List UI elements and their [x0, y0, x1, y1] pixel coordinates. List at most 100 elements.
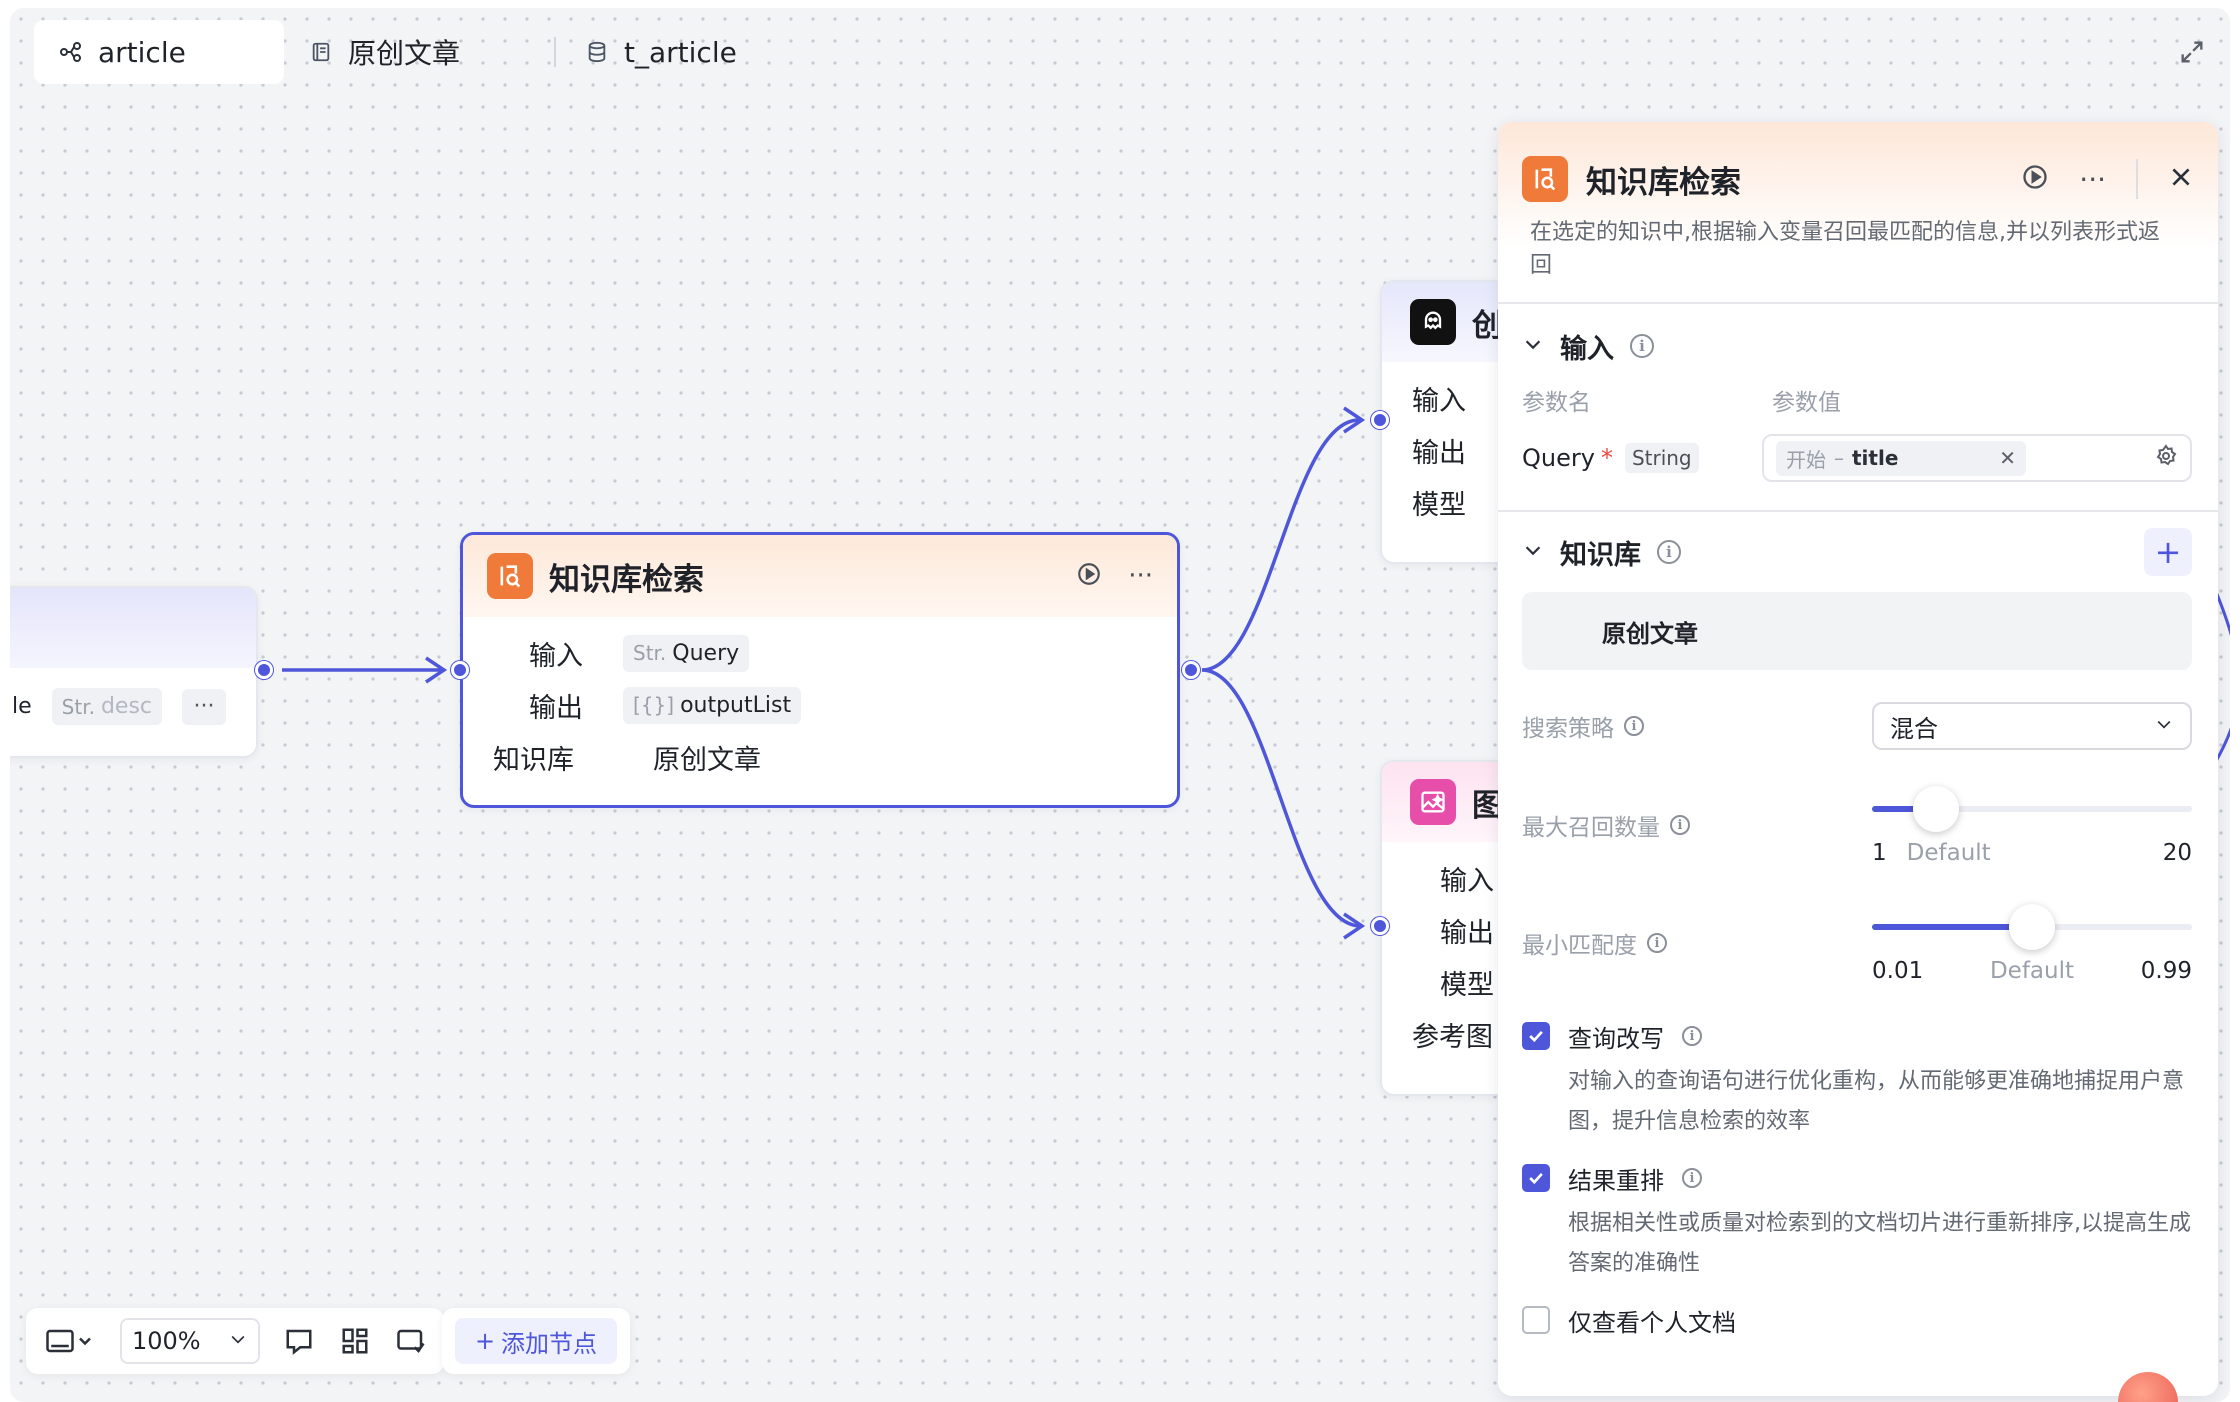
node-header: 创: [1382, 282, 1508, 362]
workflow-canvas[interactable]: article 原创文章 t_article le: [10, 8, 2230, 1402]
more-icon[interactable]: ···: [182, 688, 226, 725]
col-header-value: 参数值: [1772, 390, 1841, 416]
field-label: 最小匹配度: [1522, 933, 1637, 959]
input-label: 输入: [529, 640, 583, 672]
info-icon[interactable]: i: [1630, 334, 1654, 358]
checkbox-description: 根据相关性或质量对检索到的文档切片进行重新排序,以提高生成答案的准确性: [1568, 1211, 2191, 1276]
close-icon[interactable]: [2168, 164, 2194, 194]
info-icon[interactable]: i: [1647, 933, 1667, 953]
param-value-field[interactable]: 开始 – title ✕: [1762, 434, 2192, 482]
slider-fill: [1872, 924, 2032, 930]
max-recall-slider[interactable]: 1 Default 20: [1872, 786, 2192, 866]
ref-field: title: [1852, 446, 1899, 470]
run-icon[interactable]: [1076, 561, 1102, 591]
col-header-name: 参数名: [1522, 390, 1591, 416]
kb-section-header[interactable]: 知识库 i +: [1522, 526, 2192, 578]
checkbox-label: 查询改写: [1568, 1024, 1664, 1053]
node-title: 创: [1472, 307, 1503, 344]
zoom-value: 100%: [132, 1327, 201, 1355]
input-port[interactable]: [451, 661, 469, 679]
output-port[interactable]: [255, 661, 273, 679]
tab-knowledge-doc[interactable]: 原创文章: [284, 20, 484, 84]
add-node-label: 添加节点: [501, 1329, 598, 1358]
info-icon[interactable]: i: [1682, 1168, 1702, 1188]
fullscreen-icon[interactable]: [2178, 38, 2208, 68]
add-kb-button[interactable]: +: [2144, 528, 2192, 576]
kb-value: 原创文章: [653, 744, 761, 776]
query-rewrite-option: 查询改写 i 对输入的查询语句进行优化重构，从而能够更准确地捕捉用户意图，提升信…: [1522, 1014, 2192, 1142]
wire-main-to-img: [1201, 668, 1361, 928]
row-label: 输出: [1412, 437, 1466, 469]
divider: [1498, 510, 2218, 512]
slider-thumb[interactable]: [2009, 904, 2055, 950]
slider-track: [1872, 904, 2192, 950]
knowledge-retrieval-node[interactable]: 知识库检索 ··· 输入 Str.Query 输出 [{}]outputList…: [460, 532, 1180, 808]
input-port[interactable]: [1371, 411, 1389, 429]
image-gen-node[interactable]: 图 输入 输出 模型 参考图: [1380, 760, 1510, 1096]
document-icon: [308, 39, 334, 65]
llm-node[interactable]: 创 输入 输出 模型: [1380, 280, 1510, 564]
row-label: 输入: [1412, 385, 1466, 417]
node-output-row: 输出 [{}]outputList: [463, 679, 1177, 731]
input-section-header[interactable]: 输入 i: [1522, 320, 2192, 372]
add-node-button[interactable]: + 添加节点: [455, 1318, 617, 1364]
panel-description: 在选定的知识中,根据输入变量召回最匹配的信息,并以列表形式返回: [1530, 220, 2160, 278]
wire-arrow: [1343, 912, 1366, 940]
variable-tag: Str.desc: [51, 688, 162, 725]
gear-icon[interactable]: [2154, 444, 2178, 472]
required-mark: *: [1600, 444, 1613, 472]
tab-label: t_article: [624, 35, 737, 69]
info-icon[interactable]: i: [1657, 540, 1681, 564]
upstream-node[interactable]: le Str.desc ···: [10, 586, 258, 758]
ai-model-icon: [1410, 299, 1456, 345]
tab-label: article: [98, 35, 186, 69]
param-name: Query: [1522, 444, 1595, 472]
param-type-tag: String: [1624, 443, 1699, 473]
more-icon[interactable]: ···: [1128, 561, 1153, 591]
checkbox-label: 结果重排: [1568, 1166, 1664, 1195]
checkbox-description: 对输入的查询语句进行优化重构，从而能够更准确地捕捉用户意图，提升信息检索的效率: [1568, 1069, 2185, 1134]
tab-article[interactable]: article: [34, 20, 284, 84]
section-title: 输入: [1560, 333, 1614, 365]
node-header: [10, 588, 256, 668]
info-icon[interactable]: i: [1670, 815, 1690, 835]
slider-max: 0.99: [2140, 958, 2192, 984]
node-input-row: 输入 Str.Query: [463, 627, 1177, 679]
remove-icon[interactable]: ✕: [1999, 446, 2016, 470]
chevron-down-icon: [1522, 331, 1544, 362]
node-title: 图: [1472, 787, 1503, 824]
kb-label: 知识库: [493, 744, 574, 776]
more-icon[interactable]: ···: [2079, 162, 2106, 196]
ref-separator: –: [1834, 446, 1844, 470]
zoom-select[interactable]: 100%: [120, 1318, 260, 1364]
info-icon[interactable]: i: [1682, 1026, 1702, 1046]
row-label: le: [12, 694, 32, 719]
search-strategy-select[interactable]: 混合: [1872, 702, 2192, 750]
preview-icon[interactable]: [394, 1324, 428, 1358]
slider-min: 0.01: [1872, 958, 1924, 984]
add-node-container: + 添加节点: [442, 1308, 630, 1374]
personal-docs-option: 仅查看个人文档: [1522, 1298, 2192, 1342]
comment-icon[interactable]: [282, 1324, 316, 1358]
run-icon[interactable]: [2021, 163, 2049, 195]
row-label: 模型: [1440, 969, 1494, 1001]
info-icon[interactable]: i: [1624, 716, 1644, 736]
chevron-down-icon: [228, 1327, 248, 1355]
personal-docs-checkbox[interactable]: [1522, 1306, 1550, 1334]
row-label: 输入: [1440, 865, 1494, 897]
node-title: 知识库检索: [549, 561, 704, 598]
tab-database[interactable]: t_article: [560, 20, 761, 84]
output-port[interactable]: [1182, 661, 1200, 679]
min-match-slider[interactable]: 0.01 Default 0.99: [1872, 904, 2192, 984]
input-port[interactable]: [1371, 917, 1389, 935]
slider-max: 20: [2162, 840, 2192, 866]
kb-item[interactable]: 原创文章: [1522, 592, 2192, 670]
minimap-toggle-icon[interactable]: [42, 1324, 98, 1358]
layout-icon[interactable]: [338, 1324, 372, 1358]
query-rewrite-checkbox[interactable]: [1522, 1022, 1550, 1050]
slider-thumb[interactable]: [1913, 786, 1959, 832]
rerank-checkbox[interactable]: [1522, 1164, 1550, 1192]
node-row: le Str.desc ···: [12, 688, 226, 725]
output-variable-tag: [{}]outputList: [623, 686, 802, 724]
